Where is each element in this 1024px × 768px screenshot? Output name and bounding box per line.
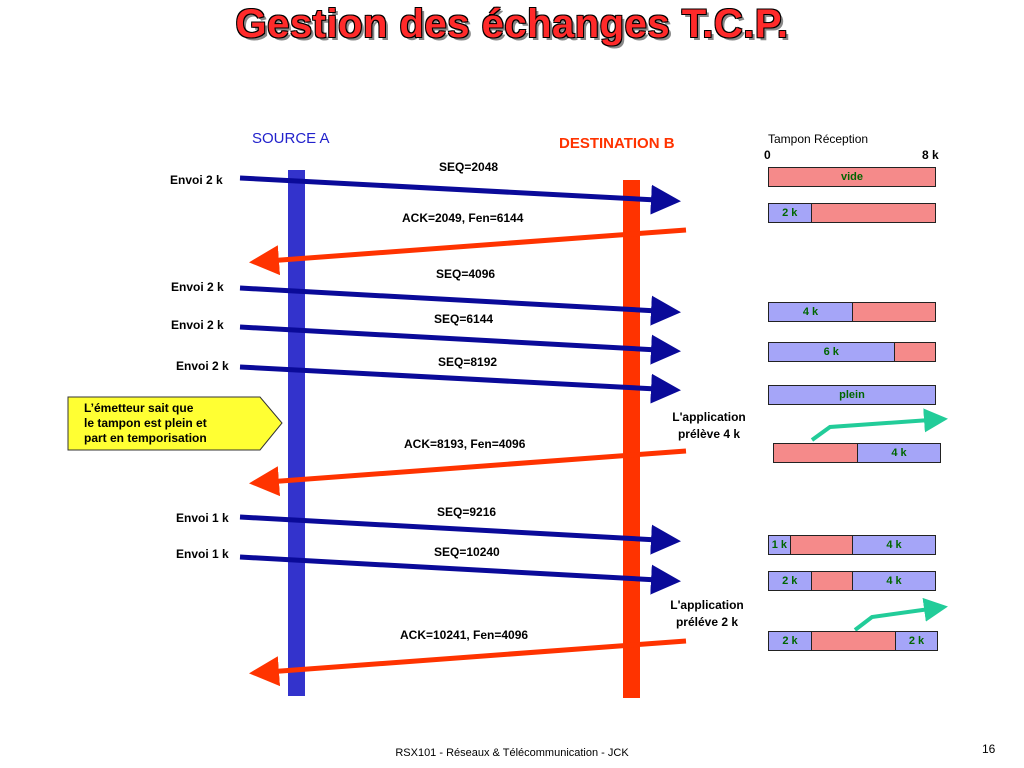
send-arrow-5 [239, 514, 681, 555]
destination-timeline [623, 180, 640, 698]
buffer-3-segment-1: 4 k [769, 303, 852, 321]
source-timeline [288, 170, 305, 696]
buffer-2-segment-2 [810, 204, 935, 222]
ack-label-1: ACK=2049, Fen=6144 [402, 211, 524, 225]
app-read-arrow-1 [810, 408, 948, 442]
buffer-max-label: 8 k [922, 148, 939, 162]
buffer-6-segment-2: 4 k [857, 444, 940, 462]
buffer-9-segment-3: 2 k [895, 632, 937, 650]
buffer-2: 2 k [768, 203, 936, 223]
seq-label-4: SEQ=8192 [438, 355, 498, 369]
buffer-8-segment-1: 2 k [769, 572, 811, 590]
page-number: 16 [982, 742, 996, 756]
buffer-3: 4 k [768, 302, 936, 322]
buffer-1-segment-1: vide [769, 168, 935, 186]
buffer-8: 2 k 4 k [768, 571, 936, 591]
buffer-1: vide [768, 167, 936, 187]
ack-label-3: ACK=10241, Fen=4096 [400, 628, 529, 642]
ack-arrow-2 [249, 448, 687, 497]
buffer-title: Tampon Réception [768, 132, 869, 146]
buffer-2-segment-1: 2 k [769, 204, 811, 222]
callout-line-3: part en temporisation [84, 431, 207, 445]
callout-shape [67, 396, 283, 451]
ack-arrow-1 [249, 227, 687, 276]
buffer-6-segment-1 [774, 444, 857, 462]
destination-label: DESTINATION B [559, 135, 675, 152]
buffer-9-segment-2 [811, 632, 895, 650]
buffer-7-segment-2 [789, 536, 852, 554]
callout-line-2: le tampon est plein et [84, 416, 207, 430]
callout-text: L’émetteur sait que le tampon est plein … [84, 401, 207, 446]
seq-label-3: SEQ=6144 [434, 312, 494, 326]
send-label-4: Envoi 2 k [176, 359, 229, 373]
buffer-4-segment-2 [893, 343, 935, 361]
buffer-7-segment-1: 1 k [769, 536, 790, 554]
send-arrow-3 [239, 324, 681, 365]
app-read-label-2: L'application préléve 2 k [670, 598, 744, 629]
buffer-8-segment-2 [810, 572, 852, 590]
send-label-1: Envoi 2 k [170, 173, 223, 187]
send-arrow-1 [239, 175, 681, 215]
seq-label-1: SEQ=2048 [439, 160, 499, 174]
send-arrow-4 [239, 364, 681, 404]
buffer-6: 4 k [773, 443, 941, 463]
buffer-min-label: 0 [764, 148, 771, 162]
seq-label-5: SEQ=9216 [437, 505, 497, 519]
buffer-8-segment-3: 4 k [852, 572, 935, 590]
app-read-arrow-2 [853, 597, 948, 632]
send-label-6: Envoi 1 k [176, 547, 229, 561]
buffer-7-segment-3: 4 k [852, 536, 935, 554]
buffer-4: 6 k [768, 342, 936, 362]
footer: RSX101 - Réseaux & Télécommunication - J… [395, 747, 629, 759]
buffer-5-segment-1: plein [769, 386, 935, 404]
buffer-5: plein [768, 385, 936, 405]
send-label-2: Envoi 2 k [171, 280, 224, 294]
callout-line-1: L’émetteur sait que [84, 401, 194, 415]
ack-label-2: ACK=8193, Fen=4096 [404, 437, 526, 451]
buffer-4-segment-1: 6 k [769, 343, 894, 361]
send-arrow-6 [239, 554, 681, 595]
page-title: Gestion des échanges T.C.P. [235, 2, 789, 46]
buffer-9-segment-1: 2 k [769, 632, 811, 650]
send-arrow-2 [239, 285, 681, 326]
seq-label-2: SEQ=4096 [436, 267, 496, 281]
source-label: SOURCE A [252, 130, 330, 147]
buffer-3-segment-2 [852, 303, 935, 321]
send-label-3: Envoi 2 k [171, 318, 224, 332]
buffer-7: 1 k 4 k [768, 535, 936, 555]
seq-label-6: SEQ=10240 [434, 545, 500, 559]
app-read-label-1: L'application prélève 4 k [672, 410, 746, 441]
buffer-9: 2 k 2 k [768, 631, 938, 651]
ack-arrow-3 [249, 638, 687, 687]
send-label-5: Envoi 1 k [176, 511, 229, 525]
